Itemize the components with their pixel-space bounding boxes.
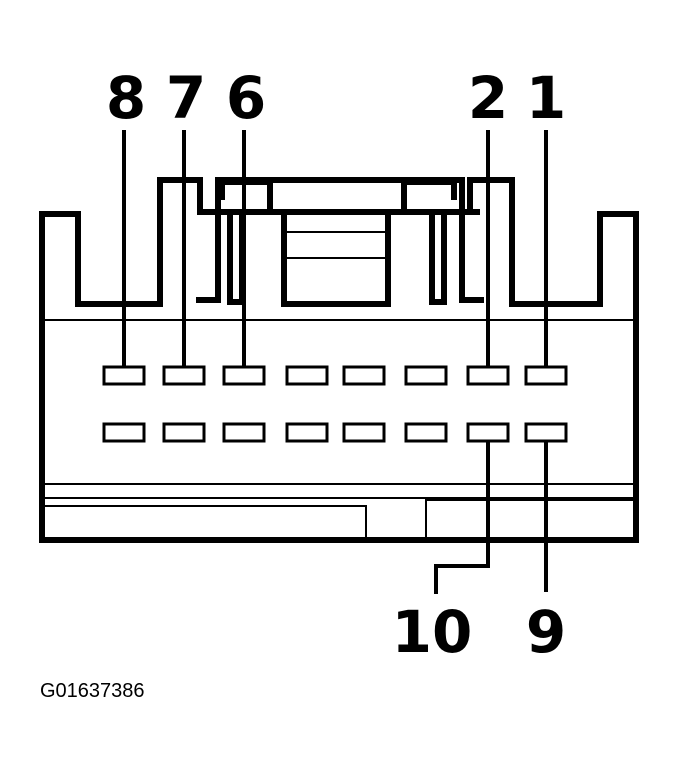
left-latch bbox=[196, 209, 221, 303]
pin-slot-r2-c8 bbox=[524, 422, 568, 443]
pin-slot-r1-c6 bbox=[404, 365, 448, 386]
pin-label-6: 6 bbox=[226, 64, 266, 132]
right-latch bbox=[459, 209, 484, 303]
right-lock-tab bbox=[401, 179, 457, 305]
pin-label-10: 10 bbox=[392, 598, 473, 666]
pin-slots bbox=[102, 365, 568, 443]
pin-label-7: 7 bbox=[166, 64, 206, 132]
pin-slot-r2-c7 bbox=[466, 422, 510, 443]
pin-slot-r2-c5 bbox=[342, 422, 386, 443]
pin-slot-r2-c6 bbox=[404, 422, 448, 443]
figure-code: G01637386 bbox=[40, 680, 145, 702]
pin-slot-r1-c5 bbox=[342, 365, 386, 386]
pin-slot-r2-c4 bbox=[285, 422, 329, 443]
pin-label-9: 9 bbox=[526, 598, 566, 666]
pin-label-1: 1 bbox=[526, 64, 566, 132]
pin-slot-r1-c1 bbox=[102, 365, 146, 386]
pin-slot-r2-c2 bbox=[162, 422, 206, 443]
bottom-step-right bbox=[425, 499, 634, 538]
pin-label-2: 2 bbox=[468, 64, 508, 132]
pin-slot-r1-c2 bbox=[162, 365, 206, 386]
leader-pin-10 bbox=[434, 440, 490, 594]
pin-slot-r1-c7 bbox=[466, 365, 510, 386]
pin-slot-r2-c3 bbox=[222, 422, 266, 443]
pin-slot-r1-c8 bbox=[524, 365, 568, 386]
pin-slot-r2-c1 bbox=[102, 422, 146, 443]
pin-label-8: 8 bbox=[106, 64, 146, 132]
pin-slot-r1-c4 bbox=[285, 365, 329, 386]
pin-slot-r1-c3 bbox=[222, 365, 266, 386]
pin-leaders bbox=[122, 130, 548, 594]
bottom-step bbox=[44, 505, 367, 538]
connector-body-outline bbox=[39, 177, 639, 543]
